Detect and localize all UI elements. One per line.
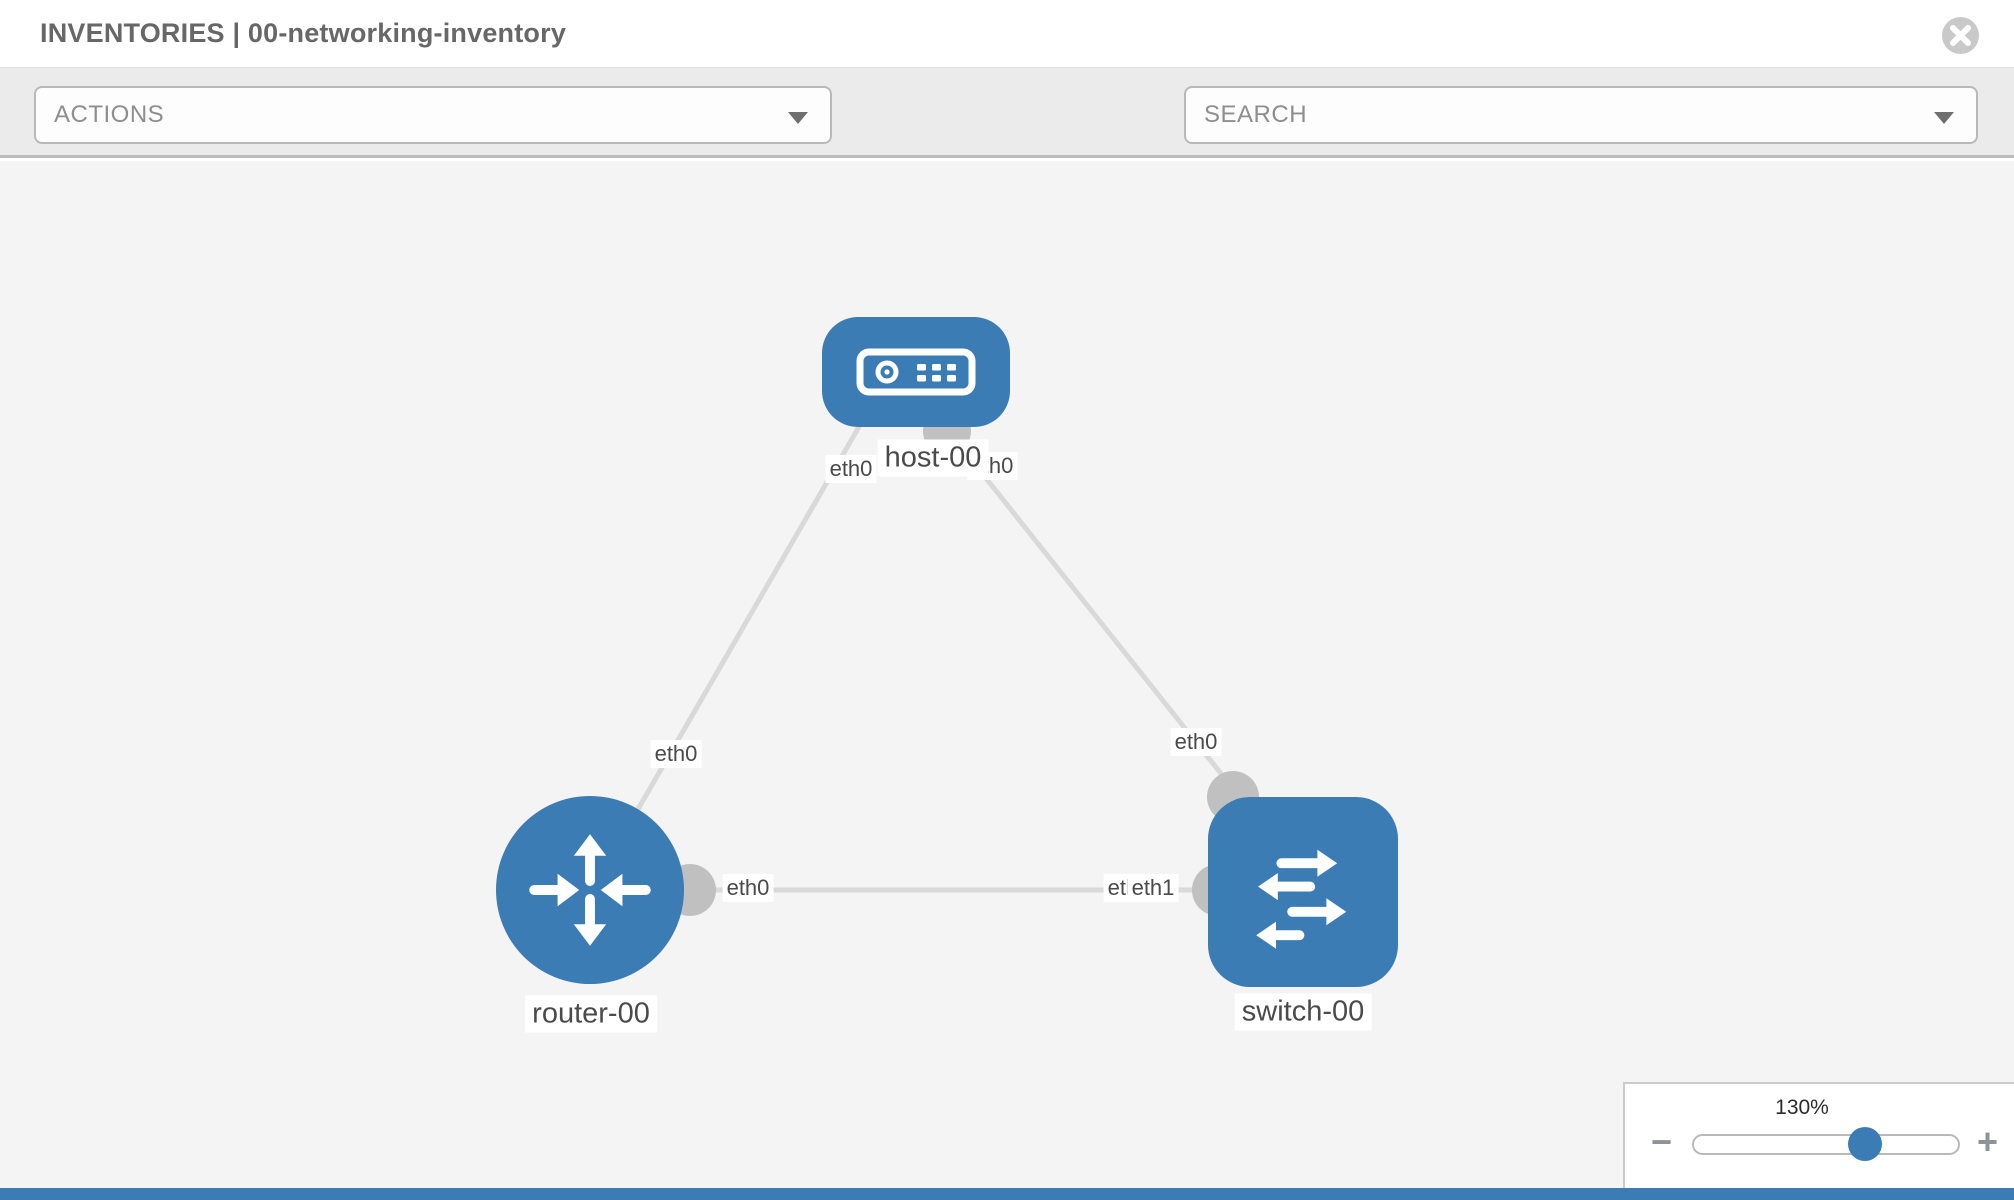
search-dropdown-label: SEARCH [1204,101,1308,128]
actions-dropdown-label: ACTIONS [54,101,165,128]
node-router-00[interactable] [496,796,684,984]
node-switch-00[interactable] [1208,797,1398,987]
zoom-slider-handle[interactable] [1848,1127,1882,1161]
node-host-00[interactable] [822,317,1010,427]
zoom-control-panel: 130% − + [1623,1082,2014,1200]
actions-dropdown[interactable]: ACTIONS [34,86,832,144]
chevron-down-icon [1934,112,1954,124]
zoom-slider-track[interactable] [1692,1134,1960,1155]
zoom-in-button[interactable]: + [1977,1121,1999,1162]
header: INVENTORIES | 00-networking-inventory [0,0,2014,67]
topology-canvas[interactable] [0,161,2014,1200]
node-label-switch-00: switch-00 [1234,993,1372,1031]
close-icon [1950,25,1971,46]
toolbar: ACTIONS SEARCH [0,67,2014,200]
iface-label-switch-left-front: eth1 [1127,874,1179,902]
zoom-level-value: 130% [1775,1096,1829,1119]
link-endpoints [664,407,1259,916]
iface-label-router-right: eth0 [722,874,774,902]
link-lines [597,423,1300,893]
chevron-down-icon [788,112,808,124]
iface-label-host-left: eth0 [825,455,877,483]
bottom-accent-bar [0,1188,2014,1200]
zoom-out-button[interactable]: − [1651,1121,1673,1162]
close-button[interactable] [1942,17,1979,54]
router-icon [529,834,651,946]
iface-label-router-top: eth0 [650,740,702,768]
switch-icon [1256,849,1347,949]
page-title: INVENTORIES | 00-networking-inventory [40,18,567,48]
node-label-host-00: host-00 [877,439,989,477]
host-icon [856,348,976,396]
link-host-router[interactable] [597,423,863,877]
search-dropdown[interactable]: SEARCH [1184,86,1978,144]
iface-label-switch-top: eth0 [1170,728,1222,756]
node-label-router-00: router-00 [525,995,657,1033]
